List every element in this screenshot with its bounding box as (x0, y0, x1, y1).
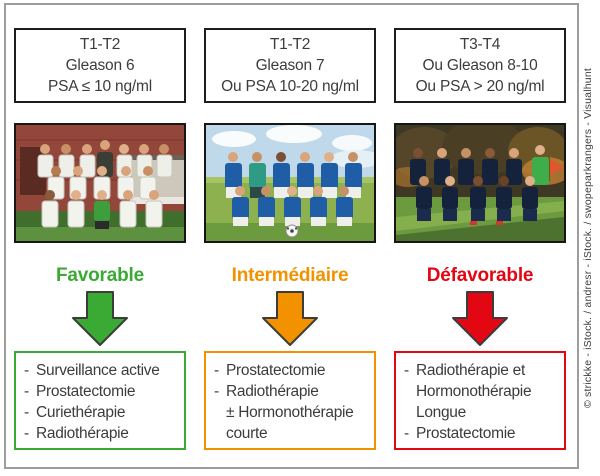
criteria-line: T1-T2 (269, 36, 311, 53)
treatment-item: Longue (416, 404, 466, 421)
players-front-row (41, 190, 163, 229)
treatment-box-defavorable: -Radiothérapie et Hormonothérapie Longue… (394, 351, 566, 450)
down-arrow-intermediaire (204, 291, 376, 347)
soccer-ball-icon (285, 224, 299, 238)
column-intermediaire: T1-T2 Gleason 7 Ou PSA 10-20 ng/ml (204, 28, 376, 450)
criteria-box-favorable: T1-T2 Gleason 6 PSA ≤ 10 ng/ml (14, 28, 186, 103)
criteria-line: Gleason 7 (255, 57, 325, 74)
players-back-row (225, 152, 362, 198)
team-photo-defavorable (394, 123, 566, 243)
risk-label-favorable: Favorable (56, 265, 144, 286)
criteria-box-defavorable: T3-T4 Ou Gleason 8-10 Ou PSA > 20 ng/ml (394, 28, 566, 103)
criteria-line: T3-T4 (459, 36, 501, 53)
risk-label-defavorable: Défavorable (426, 265, 534, 286)
treatment-item: courte (226, 425, 268, 442)
criteria-line: Ou PSA > 20 ng/ml (415, 78, 545, 95)
treatment-item: -Radiothérapie (24, 425, 129, 442)
criteria-line: Ou Gleason 8-10 (422, 57, 538, 74)
criteria-line: PSA ≤ 10 ng/ml (48, 78, 152, 95)
treatment-item: -Prostatectomie (214, 362, 326, 379)
treatment-item: ± Hormonothérapie (226, 404, 354, 421)
treatment-item: -Radiothérapie et (404, 362, 525, 379)
criteria-line: Gleason 6 (65, 57, 135, 74)
players-back-row (37, 140, 173, 178)
treatment-box-favorable: -Surveillance active -Prostatectomie -Cu… (14, 351, 186, 450)
treatment-item: -Prostatectomie (404, 425, 516, 442)
risk-label-intermediaire: Intermédiaire (231, 265, 349, 286)
criteria-line: T1-T2 (79, 36, 121, 53)
treatment-box-intermediaire: -Prostatectomie -Radiothérapie ± Hormono… (204, 351, 376, 450)
players-front-row (232, 186, 353, 226)
column-defavorable: T3-T4 Ou Gleason 8-10 Ou PSA > 20 ng/ml (394, 28, 566, 450)
treatment-item: -Prostatectomie (24, 383, 136, 400)
photo-credit: © strickke - iStock. / andresr - iStock.… (582, 68, 594, 408)
criteria-line: Ou PSA 10-20 ng/ml (221, 78, 359, 95)
down-arrow-defavorable (394, 291, 566, 347)
down-arrow-favorable (14, 291, 186, 347)
column-favorable: T1-T2 Gleason 6 PSA ≤ 10 ng/ml (14, 28, 186, 450)
players-front-row (416, 176, 538, 225)
treatment-item: -Radiothérapie (214, 383, 319, 400)
down-arrow-icon (452, 291, 508, 346)
down-arrow-icon (262, 291, 318, 346)
treatment-item: -Curiethérapie (24, 404, 126, 421)
team-photo-intermediaire (204, 123, 376, 243)
criteria-box-intermediaire: T1-T2 Gleason 7 Ou PSA 10-20 ng/ml (204, 28, 376, 103)
team-photo-favorable (14, 123, 186, 243)
down-arrow-icon (72, 291, 128, 346)
treatment-item: -Surveillance active (24, 362, 160, 379)
treatment-item: Hormonothérapie (416, 383, 532, 400)
